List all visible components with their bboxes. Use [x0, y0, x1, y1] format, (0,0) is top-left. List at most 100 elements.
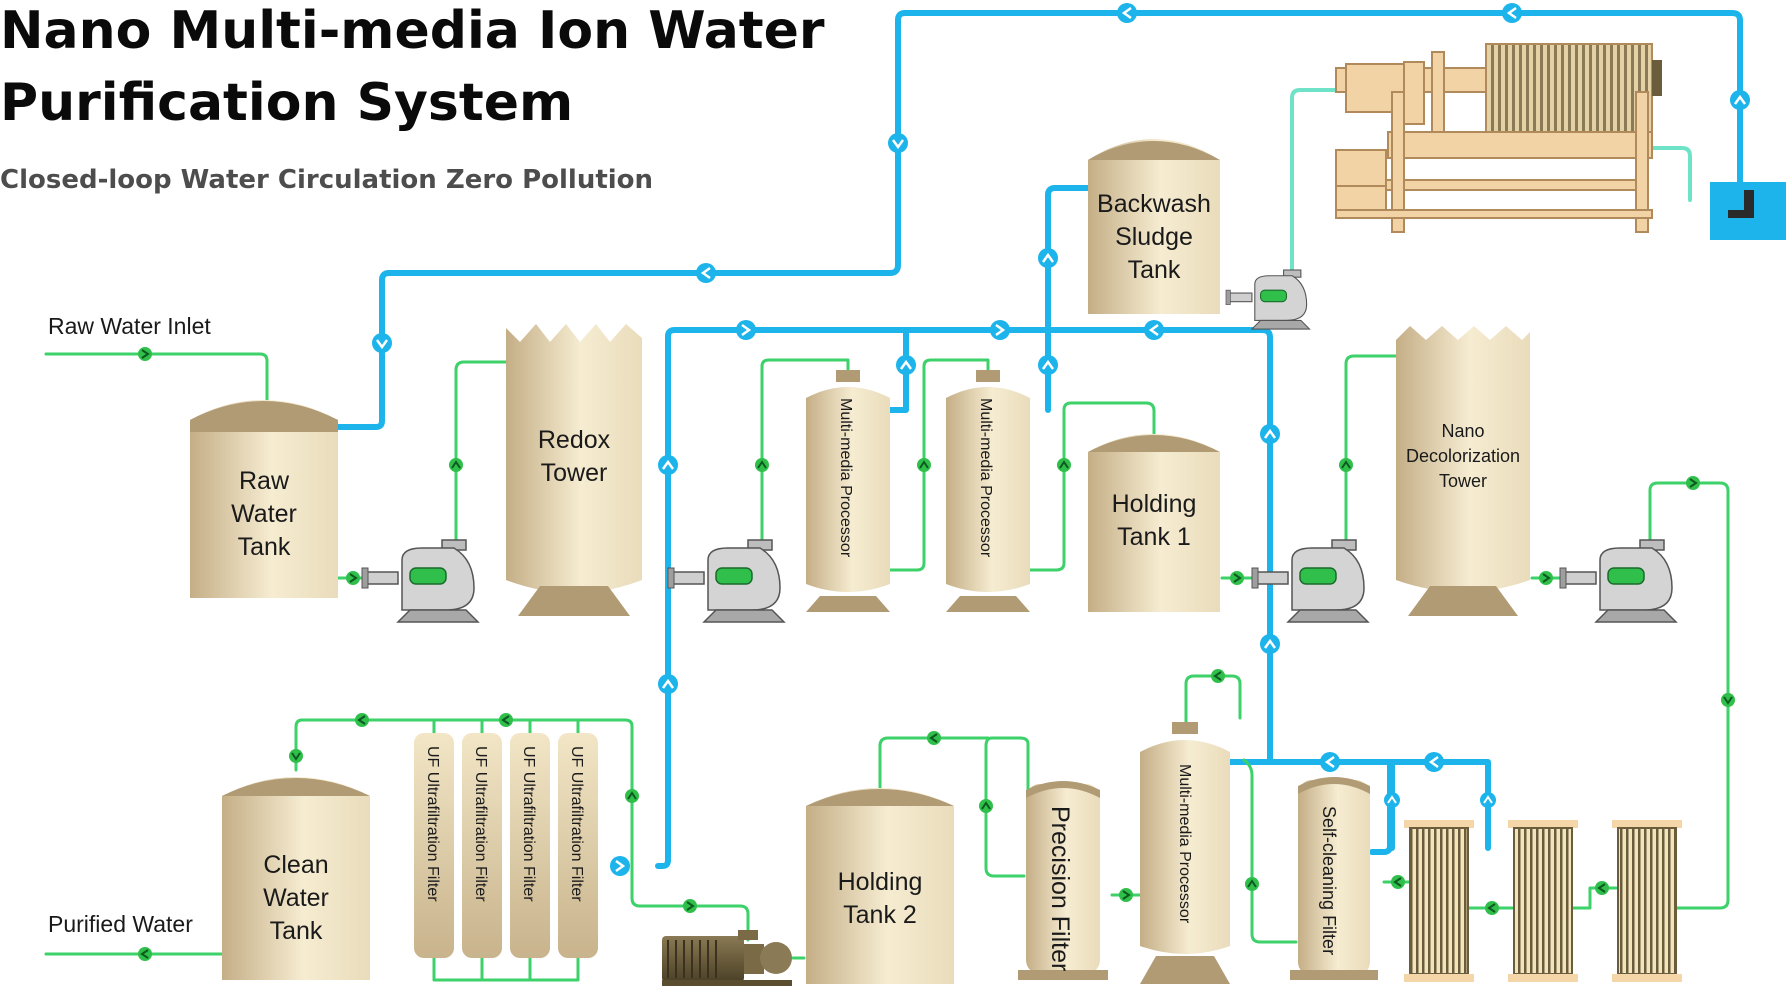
raw-water-tank: Raw Water Tank — [190, 400, 338, 598]
clean-water-tank-label-2: Water — [263, 884, 329, 912]
arrow-blue-left — [1144, 320, 1164, 340]
uf-filter-1: UF Ultrafiltration Filter — [414, 733, 454, 958]
arrow-green-right — [1119, 888, 1133, 902]
nano-tower-label-3: Tower — [1439, 471, 1487, 491]
arrow-green-left — [499, 713, 513, 727]
flow-arrows — [138, 3, 1750, 961]
holding-tank-1-label-1: Holding — [1112, 490, 1197, 518]
arrow-blue-up — [1260, 634, 1280, 654]
multimedia-processor-1: Multi-media Processor — [806, 370, 890, 612]
holding-tank-1: Holding Tank 1 — [1088, 434, 1220, 612]
arrow-blue-up — [658, 674, 678, 694]
arrow-green-left — [1595, 881, 1609, 895]
arrow-green-up — [625, 789, 639, 803]
backwash-tank-label-2: Sludge — [1115, 223, 1193, 251]
raw-water-inlet-pipe — [44, 352, 269, 402]
green-pump3-to-nano — [1344, 354, 1400, 547]
redox-tower-label-2: Tower — [541, 459, 608, 487]
centrifugal-pump-3 — [1251, 539, 1370, 623]
backwash-sludge-tank: Backwash Sludge Tank — [1088, 139, 1220, 314]
arrow-blue-up — [1384, 792, 1400, 808]
green-pump4-to-filters — [1648, 481, 1730, 910]
uf-filter-1-label: UF Ultrafiltration Filter — [424, 746, 441, 902]
redox-tower-label-1: Redox — [538, 426, 611, 454]
nano-tower-label-2: Decolorization — [1406, 446, 1520, 466]
arrow-blue-up — [658, 455, 678, 475]
uf-filter-4: UF Ultrafiltration Filter — [558, 733, 598, 958]
green-arrows — [138, 347, 1735, 961]
backwash-tank-label-1: Backwash — [1097, 190, 1211, 218]
arrow-green-down — [289, 749, 303, 763]
arrow-blue-up — [1038, 355, 1058, 375]
arrow-green-left — [355, 713, 369, 727]
motor-pump — [662, 930, 792, 986]
arrow-green-right — [1686, 476, 1700, 490]
arrow-blue-up — [1038, 248, 1058, 268]
arrow-green-up — [1245, 877, 1259, 891]
arrow-blue-up — [1730, 90, 1750, 110]
arrow-green-up — [449, 458, 463, 472]
arrow-blue-left — [1502, 3, 1522, 23]
backwash-tank-label-3: Tank — [1128, 256, 1181, 284]
uf-filter-3: UF Ultrafiltration Filter — [510, 733, 550, 958]
arrow-green-down — [1721, 693, 1735, 707]
arrow-green-right — [1230, 571, 1244, 585]
precision-filter: Precision Filter — [1018, 781, 1108, 980]
arrow-green-right — [1539, 571, 1553, 585]
arrow-green-up — [917, 458, 931, 472]
precision-filter-label: Precision Filter — [1046, 806, 1074, 971]
blue-branch-self-clean — [1369, 759, 1393, 855]
sludge-pump — [1225, 269, 1311, 330]
green-uf-outlets — [432, 956, 580, 982]
blue-return-pipe-top — [334, 10, 1743, 430]
arrow-green-right — [346, 571, 360, 585]
arrow-green-left — [1391, 875, 1405, 889]
arrow-green-up — [1339, 458, 1353, 472]
nano-tower-label-1: Nano — [1441, 421, 1484, 441]
self-cleaning-filter-label: Self-cleaning Filter — [1319, 806, 1339, 955]
multimedia-processor-1-label: Multi-media Processor — [837, 398, 854, 558]
arrow-green-left — [1211, 669, 1225, 683]
title-line-1: Nano Multi-media Ion Water — [0, 1, 825, 61]
arrow-green-left — [1485, 901, 1499, 915]
blue-to-backwash-tank — [1045, 185, 1091, 413]
arrow-green-right — [138, 347, 152, 361]
arrow-blue-left — [1320, 752, 1340, 772]
arrow-green-up — [1057, 458, 1071, 472]
holding-tank-2-label-1: Holding — [838, 868, 923, 896]
uf-filter-3-label: UF Ultrafiltration Filter — [520, 746, 537, 902]
green-mmp2-to-holding1 — [1028, 401, 1156, 572]
holding-tank-1-label-2: Tank 1 — [1117, 523, 1191, 551]
teal-filtrate-pipe — [1634, 146, 1692, 202]
green-mmp1-to-mmp2 — [888, 358, 990, 572]
uf-filter-2-label: UF Ultrafiltration Filter — [472, 746, 489, 902]
multimedia-processor-2: Multi-media Processor — [946, 370, 1030, 612]
arrow-green-up — [979, 799, 993, 813]
arrow-blue-right — [990, 320, 1010, 340]
green-filter3-to-filter2 — [1570, 886, 1618, 910]
redox-tower: Redox Tower — [506, 324, 642, 616]
holding-tank-2: Holding Tank 2 — [806, 788, 954, 984]
green-selfclean-to-mmp3 — [1242, 758, 1298, 944]
clean-water-tank-label-3: Tank — [270, 917, 323, 945]
arrow-blue-right — [610, 856, 630, 876]
membrane-filter-2 — [1508, 820, 1578, 982]
centrifugal-pump-2 — [667, 539, 786, 623]
green-motor-to-uf-to-cleantank — [294, 718, 750, 942]
blue-backwash-main — [655, 327, 1273, 869]
membrane-filter-3 — [1612, 820, 1682, 982]
blue-branch-filter-3 — [1223, 759, 1491, 851]
subtitle: Closed-loop Water Circulation Zero Pollu… — [0, 165, 653, 195]
holding-tank-2-label-2: Tank 2 — [843, 901, 917, 929]
nano-decolorization-tower: Nano Decolorization Tower — [1396, 326, 1530, 616]
arrow-green-right — [683, 899, 697, 913]
multimedia-processor-3: Multi-media Processor — [1140, 722, 1230, 984]
title-line-2: Purification System — [0, 73, 573, 133]
filter-press — [1335, 43, 1662, 233]
arrow-green-left — [927, 731, 941, 745]
centrifugal-pump-1 — [361, 539, 480, 623]
arrow-blue-left — [1424, 752, 1444, 772]
green-precision-loop — [984, 736, 1030, 878]
arrow-blue-down — [888, 133, 908, 153]
